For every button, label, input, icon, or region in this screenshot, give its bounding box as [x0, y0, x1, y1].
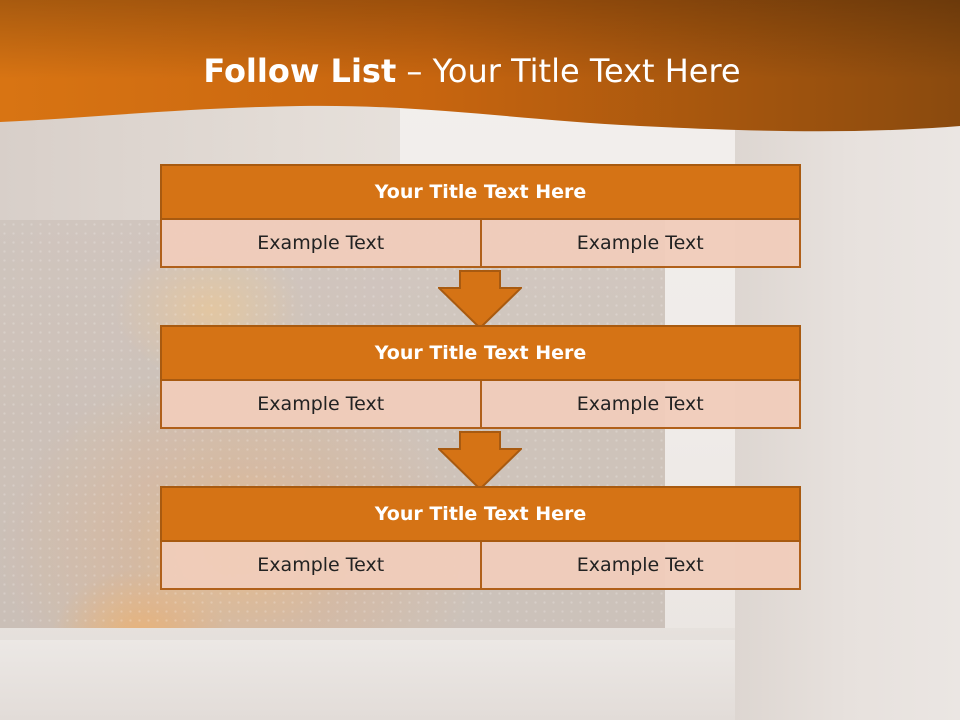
flow-step-title: Your Title Text Here: [160, 164, 801, 220]
flow-step-title: Your Title Text Here: [160, 325, 801, 381]
background-hearth-front: [0, 640, 735, 720]
flow-step-row: Example Text Example Text: [160, 542, 801, 590]
flow-step-2: Your Title Text Here Example Text Exampl…: [160, 325, 801, 429]
flow-step-row: Example Text Example Text: [160, 381, 801, 429]
flow-step-1: Your Title Text Here Example Text Exampl…: [160, 164, 801, 268]
slide-title-rest: – Your Title Text Here: [396, 52, 741, 90]
flow-step-cell-right: Example Text: [479, 381, 801, 429]
flow-step-cell-left: Example Text: [160, 381, 482, 429]
flow-step-title: Your Title Text Here: [160, 486, 801, 542]
slide-title-strong: Follow List: [203, 52, 397, 90]
flow-step-cell-right: Example Text: [479, 542, 801, 590]
slide-title: Follow List – Your Title Text Here: [0, 52, 944, 90]
flow-step-cell-left: Example Text: [160, 542, 482, 590]
down-arrow-icon: [438, 431, 522, 491]
flow-step-row: Example Text Example Text: [160, 220, 801, 268]
down-arrow-icon: [438, 270, 522, 330]
flow-step-cell-right: Example Text: [479, 220, 801, 268]
flow-step-cell-left: Example Text: [160, 220, 482, 268]
flow-step-3: Your Title Text Here Example Text Exampl…: [160, 486, 801, 590]
header-band: [0, 0, 960, 132]
